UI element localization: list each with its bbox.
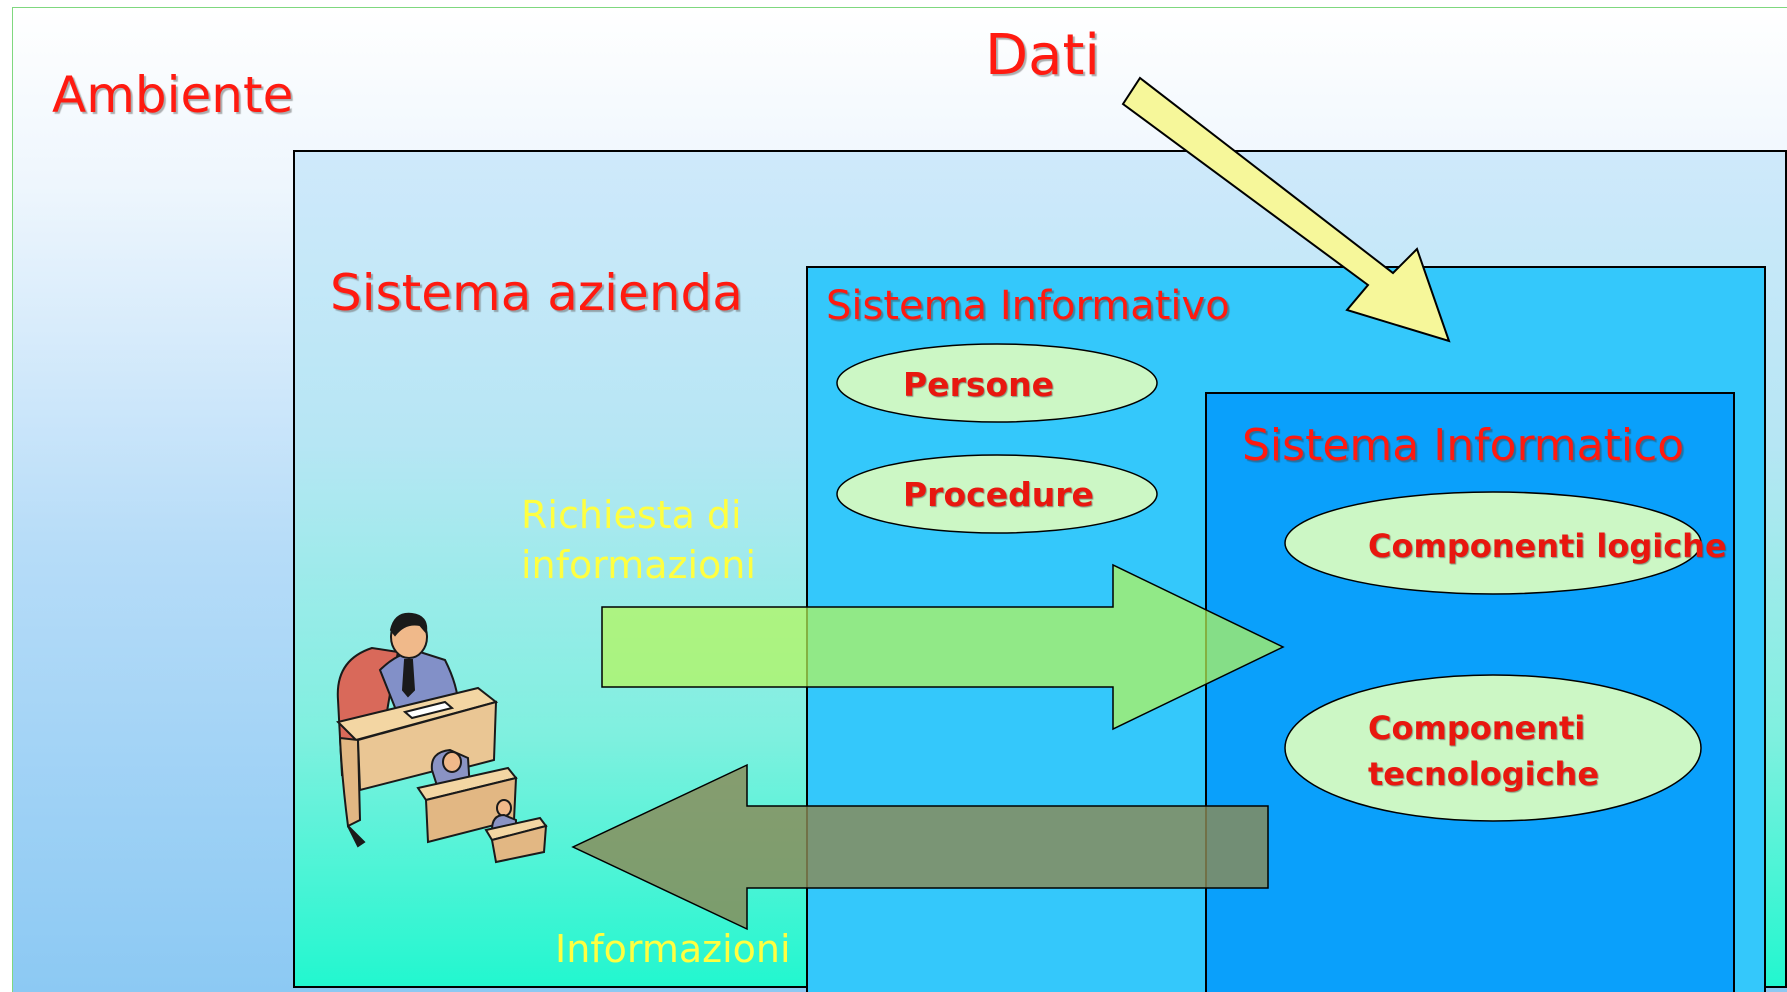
ambiente-label: Ambiente	[52, 66, 294, 124]
richiesta-label-line2: informazioni	[521, 543, 756, 587]
sistema-informativo-label: Sistema Informativo	[826, 283, 1230, 329]
dati-label: Dati	[985, 23, 1100, 88]
componenti-logiche-label: Componenti logiche	[1368, 527, 1727, 565]
request-arrow	[601, 563, 1285, 731]
sistema-azienda-label: Sistema azienda	[330, 264, 743, 322]
richiesta-label-line1: Richiesta di	[521, 493, 742, 537]
componenti-tecnologiche-label-line1: Componenti	[1368, 709, 1586, 747]
businessman-at-desk-icon	[336, 612, 548, 864]
componenti-logiche-ellipse	[1284, 491, 1702, 595]
informazioni-label: Informazioni	[555, 927, 791, 971]
dati-arrow	[1121, 76, 1451, 343]
sistema-informatico-label: Sistema Informatico	[1242, 420, 1685, 471]
persone-label: Persone	[903, 365, 1055, 404]
componenti-tecnologiche-label-line2: tecnologiche	[1368, 755, 1600, 793]
componenti-tecnologiche-ellipse	[1284, 674, 1702, 822]
persone-ellipse	[836, 343, 1158, 423]
procedure-label: Procedure	[903, 475, 1094, 514]
procedure-ellipse	[836, 454, 1158, 534]
response-arrow	[571, 763, 1269, 931]
